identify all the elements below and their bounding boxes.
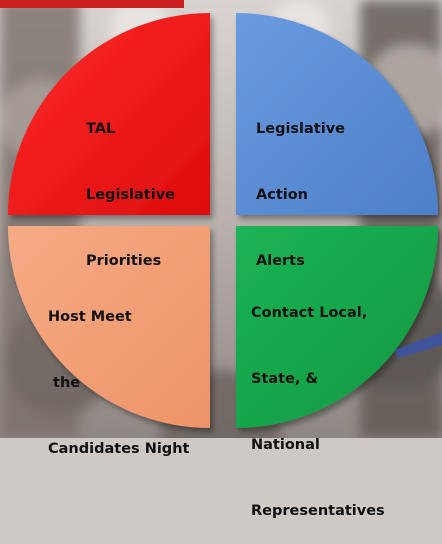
text-line: Action: [256, 187, 309, 203]
arrow-shape: [395, 332, 442, 358]
top-bar: [0, 0, 184, 8]
quadrant-bottom-left: [8, 226, 210, 428]
text-line: National: [251, 437, 320, 453]
quadrant-top-right-label: Legislative Action Alerts: [256, 74, 345, 294]
text-line: Priorities: [86, 253, 162, 269]
text-line: TAL: [86, 121, 116, 137]
text-line: the: [48, 375, 81, 391]
quadrant-bottom-left-label: Host Meet the Candidates Night: [48, 262, 189, 482]
text-line: Alerts: [256, 253, 305, 269]
quadrant-top-right: [236, 13, 438, 215]
quadrant-diagram: [8, 13, 442, 428]
quadrant-top-left-label: TAL Legislative Priorities: [86, 74, 175, 294]
text-line: Contact Local,: [251, 305, 368, 321]
text-line: Candidates Night: [48, 441, 190, 457]
text-line: Host Meet: [48, 309, 132, 325]
text-line: Legislative: [256, 121, 345, 137]
text-line: Representatives: [251, 503, 385, 519]
quadrant-bottom-right: [236, 226, 438, 428]
text-line: State, &: [251, 371, 319, 387]
quadrant-bottom-right-label: Contact Local, State, & National Represe…: [251, 258, 385, 544]
quadrant-top-left: [8, 13, 210, 215]
text-line: Legislative: [86, 187, 175, 203]
